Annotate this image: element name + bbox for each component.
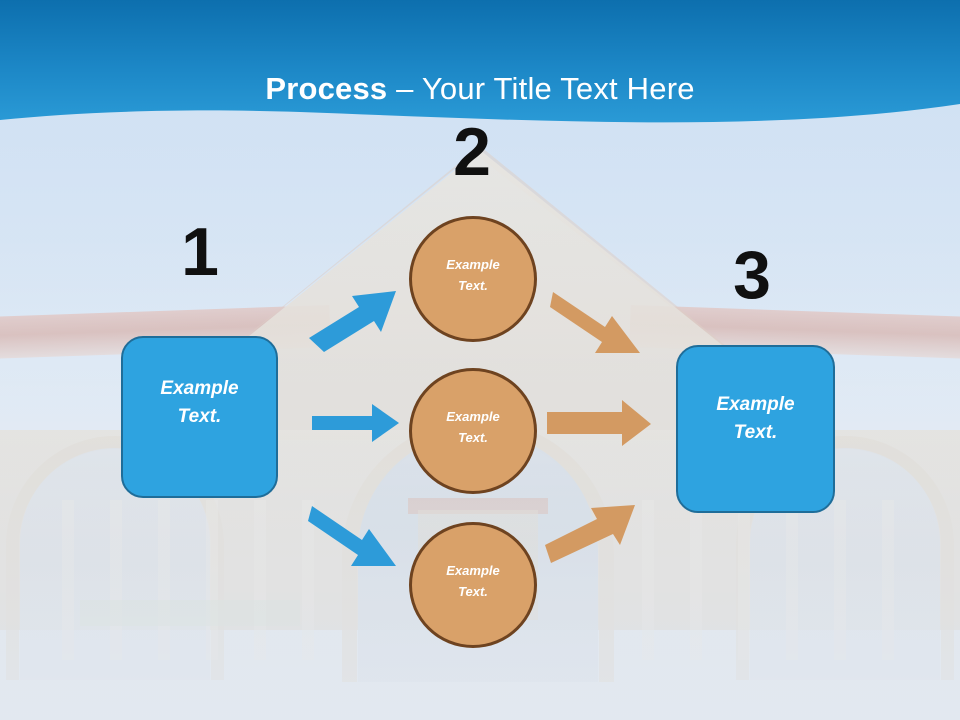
page-title-strong: Process	[265, 70, 388, 106]
page-title: Process – Your Title Text Here	[0, 73, 960, 104]
process-circle-middle-label: Example Text.	[446, 408, 500, 445]
step-number-2: 2	[453, 114, 491, 190]
process-box-left-label: Example Text.	[160, 378, 239, 427]
page-title-light: – Your Title Text Here	[387, 70, 695, 106]
process-circle-top-label: Example Text.	[446, 256, 500, 293]
process-circle-bottom[interactable]: Example Text.	[409, 522, 537, 648]
step-number-1: 1	[181, 214, 219, 290]
process-circle-top[interactable]: Example Text.	[409, 216, 537, 342]
process-circle-middle[interactable]: Example Text.	[409, 368, 537, 494]
process-box-right[interactable]: Example Text.	[676, 345, 835, 513]
header-wave-shape	[0, 0, 960, 123]
header-band	[0, 0, 960, 135]
process-box-left[interactable]: Example Text.	[121, 336, 278, 498]
process-box-right-label: Example Text.	[716, 394, 795, 443]
step-number-3: 3	[733, 237, 771, 313]
process-circle-bottom-label: Example Text.	[446, 562, 500, 599]
